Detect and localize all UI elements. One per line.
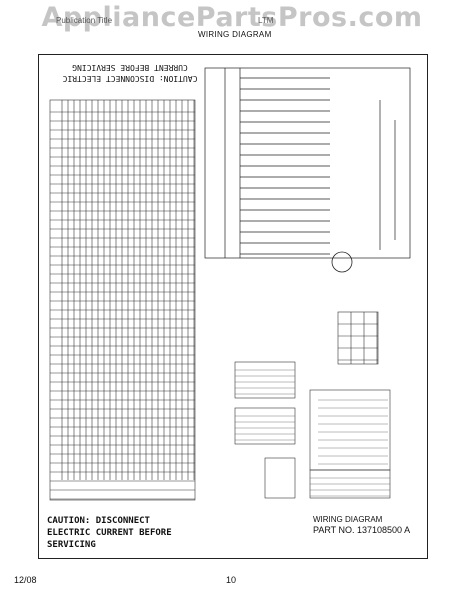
connector-block <box>337 311 379 365</box>
watermark: AppliancePartsPros.com <box>41 2 423 33</box>
publication-title: Publication Title <box>56 16 113 25</box>
motor-symbol <box>331 251 353 273</box>
caution-bottom: CAUTION: DISCONNECT ELECTRIC CURRENT BEF… <box>47 516 172 550</box>
model-code: LTM <box>258 16 274 25</box>
schematic-lines <box>204 67 411 259</box>
part-number: PART NO. 137108500 A <box>313 525 411 535</box>
timer-sequence-chart <box>49 99 196 501</box>
legend-tables <box>234 361 391 499</box>
page-number: 10 <box>226 575 237 585</box>
page-title: WIRING DIAGRAM <box>198 30 272 39</box>
diagram-label: WIRING DIAGRAM <box>313 515 383 524</box>
footer-date: 12/08 <box>14 575 37 585</box>
wiring-diagram-sheet <box>38 54 428 559</box>
